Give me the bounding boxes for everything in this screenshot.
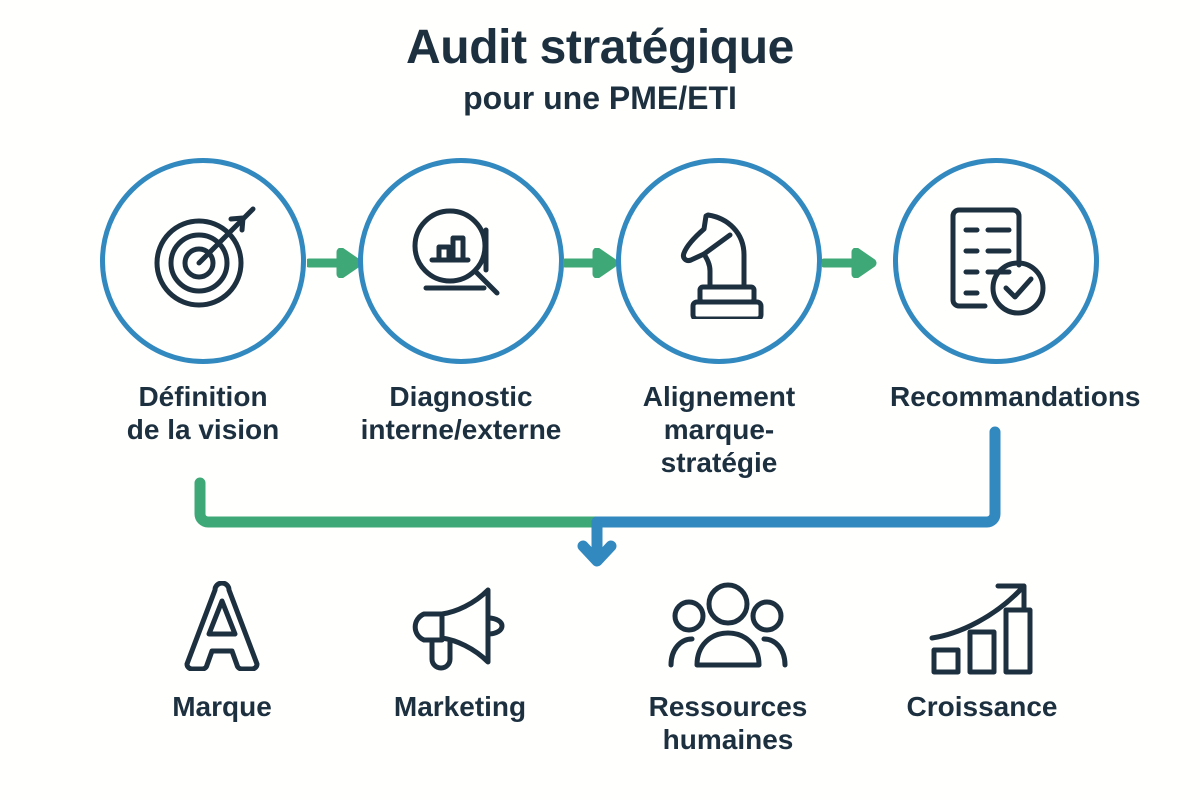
outcome-1: Marque: [102, 578, 342, 723]
process-step-1-circle: [100, 158, 306, 364]
outcome-2-icon-wrap: [340, 578, 580, 678]
process-step-4-label: Recommandations: [890, 381, 1141, 412]
process-step-3-label: Alignement marque-stratégie: [642, 381, 796, 479]
megaphone-icon: [408, 580, 512, 677]
right-arrow-icon-3: [819, 247, 884, 279]
growth-chart-icon: [926, 576, 1038, 681]
target-arrow-icon: [143, 199, 263, 324]
header: Audit stratégique pour une PME/ETI: [0, 22, 1200, 117]
outcome-2: Marketing: [340, 578, 580, 723]
process-step-4-circle: [893, 158, 1099, 364]
chess-knight-icon: [660, 199, 778, 324]
page-title: Audit stratégique: [406, 21, 794, 74]
bracket-connector: [0, 410, 1200, 580]
outcome-4-icon-wrap: [862, 578, 1102, 678]
outcome-2-label: Marketing: [393, 691, 527, 722]
process-step-3: Alignement marque-stratégie: [613, 158, 825, 479]
people-group-icon: [667, 580, 789, 677]
process-step-2-label: Diagnostic interne/externe: [360, 381, 562, 446]
outcome-3-icon-wrap: [608, 578, 848, 678]
letter-a-icon: [179, 580, 265, 676]
process-step-2: Diagnostic interne/externe: [355, 158, 567, 446]
process-step-1: Définition de la vision: [97, 158, 309, 446]
process-step-3-circle: [616, 158, 822, 364]
outcome-4: Croissance: [862, 578, 1102, 723]
magnifier-bar-chart-icon: [400, 198, 522, 325]
page-subtitle: pour une PME/ETI: [463, 79, 737, 116]
process-step-1-label: Définition de la vision: [126, 381, 280, 446]
outcome-4-label: Croissance: [906, 691, 1058, 722]
right-arrow-icon-2: [560, 247, 625, 279]
right-arrow-icon-1: [304, 247, 369, 279]
outcome-3-label: Ressources humaines: [648, 691, 808, 756]
checklist-document-check-icon: [936, 199, 1056, 324]
process-step-2-circle: [358, 158, 564, 364]
outcome-3: Ressources humaines: [608, 578, 848, 756]
process-step-4: Recommandations: [890, 158, 1141, 413]
outcome-1-label: Marque: [172, 691, 272, 722]
outcome-1-icon-wrap: [102, 578, 342, 678]
